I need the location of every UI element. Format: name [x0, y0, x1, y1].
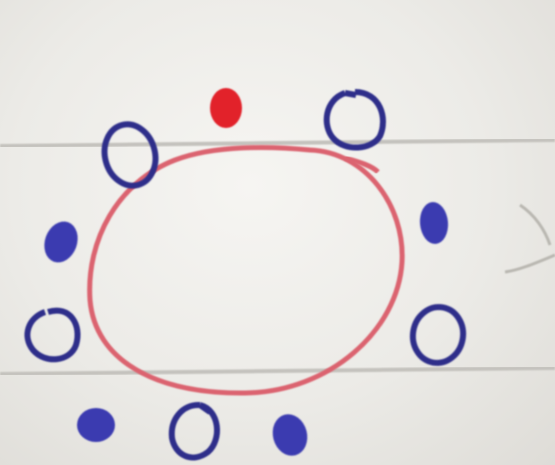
open-circle-bottom [172, 405, 217, 458]
red-dot [210, 88, 242, 128]
blue-dot-left [39, 217, 83, 267]
open-circle-top-right [327, 92, 383, 148]
open-circle-top-left [98, 119, 162, 192]
blue-dot-bottom-left [77, 408, 115, 442]
pencil-mark [505, 205, 555, 272]
rule-line-top [0, 140, 555, 146]
blue-dot-bottom-right [268, 410, 312, 459]
open-circle-right [409, 303, 468, 367]
rule-line-bottom [0, 368, 555, 374]
blue-dot-right [418, 201, 450, 245]
open-circle-left [27, 311, 77, 360]
